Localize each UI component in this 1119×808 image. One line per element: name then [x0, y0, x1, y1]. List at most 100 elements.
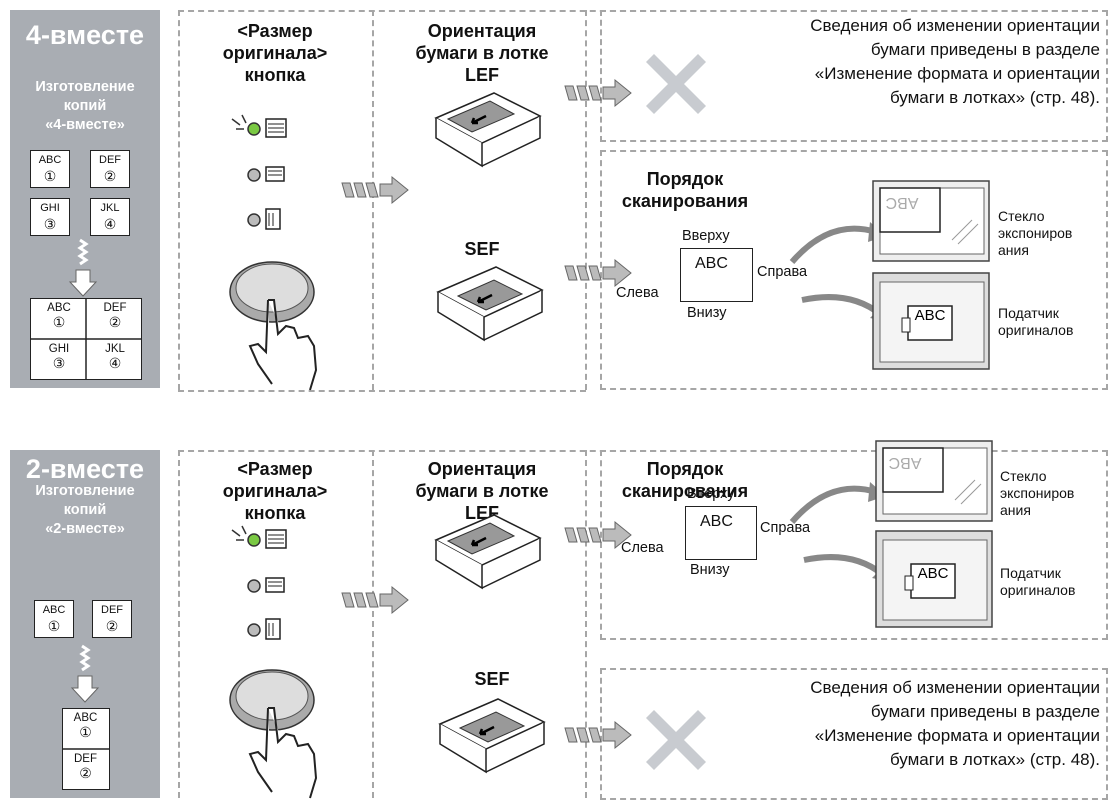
page-number: ③ — [52, 355, 66, 371]
down-arrow-icon — [70, 644, 100, 703]
down-arrow-icon — [68, 238, 98, 297]
svg-text:ABC: ABC — [918, 565, 949, 582]
divider — [585, 10, 587, 390]
led-off-icon — [247, 208, 281, 230]
tray-lef-icon — [434, 92, 542, 168]
tray-sef-icon — [436, 266, 544, 342]
page-text: DEF — [103, 302, 127, 314]
arrow-icon — [564, 520, 632, 550]
original-page-4: JKL ④ — [90, 198, 130, 236]
dir-up: Вверху — [682, 228, 730, 244]
dir-left: Слева — [616, 285, 659, 301]
page-text: DEF — [101, 604, 123, 616]
tray-lef-icon — [434, 514, 542, 590]
original-page-2: DEF ② — [92, 600, 132, 638]
led-on-icon — [231, 525, 287, 549]
panel-subtitle-line: Изготовление — [35, 79, 135, 95]
page-number: ② — [108, 314, 122, 330]
original-page-2: DEF ② — [90, 150, 130, 188]
sef-label: SEF — [464, 239, 500, 259]
panel-subtitle-line: копий — [63, 98, 107, 114]
page-number: ② — [105, 618, 119, 634]
divider — [372, 10, 374, 390]
page-number: ① — [79, 724, 92, 740]
divider — [178, 450, 180, 798]
page-number: ④ — [108, 355, 122, 371]
dir-down: Внизу — [687, 305, 727, 321]
divider — [372, 450, 374, 798]
arrow-icon — [341, 585, 409, 615]
press-button-icon — [229, 261, 318, 391]
document-box: ABC — [680, 248, 753, 302]
layout-panel-2up: 2-вместе Изготовление копий «2-вместе» A… — [10, 450, 160, 798]
dir-right: Справа — [757, 264, 808, 280]
cross-icon — [646, 54, 706, 114]
page-text: JKL — [105, 343, 125, 355]
sef-label: SEF — [474, 669, 510, 689]
led-off-icon — [247, 618, 281, 640]
arrow-icon — [564, 720, 632, 750]
page-text: DEF — [99, 154, 121, 166]
dir-right: Справа — [760, 520, 811, 536]
arrow-icon — [564, 78, 632, 108]
dir-down: Внизу — [690, 562, 730, 578]
dir-up: Вверху — [687, 486, 735, 502]
original-page-1: ABC ① — [30, 150, 70, 188]
glass-icon: ABC — [875, 440, 993, 522]
page-text: ABC — [47, 302, 71, 314]
page-number: ② — [103, 168, 117, 184]
divider — [585, 450, 587, 798]
led-off-icon — [247, 166, 285, 182]
panel-title: 4-вместе — [25, 20, 145, 50]
panel-subtitle-line: копий — [63, 502, 107, 518]
page-number: ② — [79, 765, 92, 781]
cross-icon — [646, 710, 706, 770]
scan-box — [600, 150, 1108, 390]
arrow-icon — [564, 258, 632, 288]
page-number: ① — [47, 618, 61, 634]
page-text: ABC — [73, 712, 98, 724]
led-off-icon — [247, 577, 285, 593]
feeder-icon: ABC — [872, 272, 990, 370]
page-text: GHI — [40, 202, 60, 214]
doc-text: ABC — [695, 255, 728, 272]
page-number: ① — [43, 168, 57, 184]
page-text: ABC — [38, 154, 62, 166]
tray-sef-icon — [438, 698, 546, 774]
dir-left: Слева — [621, 540, 664, 556]
scan-box — [600, 450, 1108, 640]
page-text: DEF — [74, 753, 97, 765]
layout-panel-4up: 4-вместе Изготовление копий «4-вместе» A… — [10, 10, 160, 388]
led-on-icon — [231, 114, 287, 138]
page-number: ④ — [103, 216, 117, 232]
page-text: GHI — [48, 343, 70, 355]
svg-text:ABC: ABC — [889, 454, 922, 471]
divider — [178, 10, 180, 390]
press-button-icon — [229, 669, 318, 799]
page-text: JKL — [100, 202, 120, 214]
doc-text: ABC — [700, 513, 733, 530]
panel-subtitle-line: Изготовление — [35, 483, 135, 499]
panel-subtitle-line: «4-вместе» — [45, 117, 125, 133]
divider — [178, 390, 586, 392]
glass-icon: ABC — [872, 180, 990, 262]
panel-subtitle-line: «2-вместе» — [45, 521, 125, 537]
svg-text:ABC: ABC — [915, 307, 946, 324]
arrow-icon — [341, 175, 409, 205]
feeder-icon: ABC — [875, 530, 993, 628]
document-box: ABC — [685, 506, 757, 560]
